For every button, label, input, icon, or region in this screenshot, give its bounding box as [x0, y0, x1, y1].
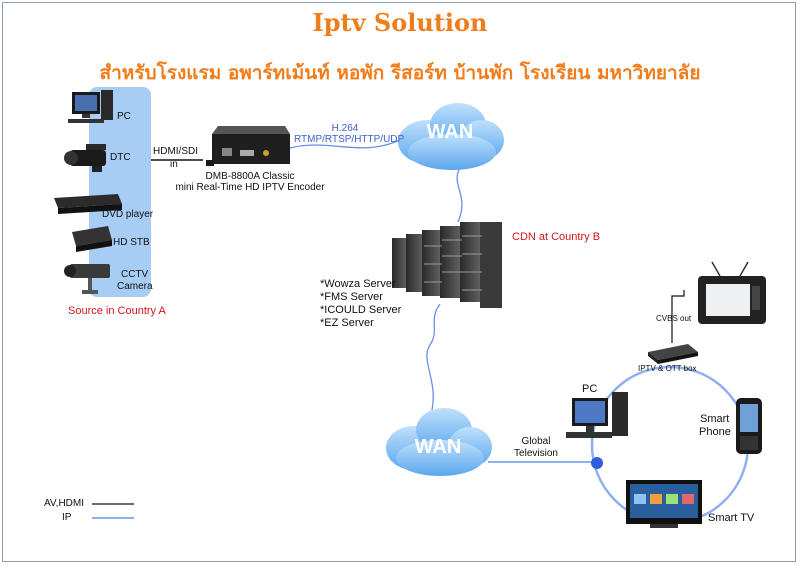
cvbs-label: CVBS out [656, 314, 692, 323]
pc-client-icon [566, 392, 628, 438]
cctv-camera-icon [64, 264, 110, 294]
cvbs-line [671, 290, 685, 343]
source-label-pc: PC [117, 111, 131, 122]
connection-lines [151, 139, 750, 525]
diagram-subtitle: สำหรับโรงแรม อพาร์ทเม้นท์ หอพัก รีสอร์ท … [99, 62, 701, 84]
stream-protocols: RTMP/RTSP/HTTP/UDP [294, 134, 405, 145]
legend-av-label: AV,HDMI [44, 498, 85, 509]
source-label-dtc: DTC [110, 152, 131, 163]
cdn-label: CDN at Country B [512, 231, 601, 243]
diagram-title: Iptv Solution [312, 8, 488, 37]
server-item: *Wowza Server [320, 278, 396, 290]
ring-junction [591, 457, 603, 469]
iptv-ott-box-icon [648, 344, 698, 364]
server-item: *FMS Server [320, 291, 383, 303]
smart-phone-line2: Phone [699, 426, 731, 438]
ott-box-label: IPTV & OTT box [638, 364, 697, 373]
wan-cloud-top [398, 103, 504, 170]
source-label-camera: Camera [117, 281, 153, 292]
wan-cloud-bottom [386, 408, 492, 476]
pc-client-label: PC [582, 383, 598, 395]
source-label-hdstb: HD STB [113, 237, 150, 248]
cdn-server-rack-icon [392, 222, 502, 308]
wan-label-bottom: WAN [414, 436, 462, 458]
global-tv-line1: Global [521, 436, 551, 447]
encoder-device-icon [206, 126, 290, 166]
smart-tv-label: Smart TV [708, 512, 755, 524]
smart-phone-icon [736, 398, 762, 454]
source-label-dvd: DVD player [102, 209, 154, 220]
dtc-camcorder-icon [64, 144, 106, 172]
smart-phone-line1: Smart [700, 413, 730, 425]
stream-codec: H.264 [331, 123, 359, 134]
dvd-player-icon [54, 194, 122, 214]
source-label-cctv: CCTV [121, 269, 149, 280]
smart-tv-icon [626, 480, 702, 528]
server-item: *ICOULD Server [320, 304, 402, 316]
hd-stb-icon [72, 226, 112, 252]
crt-tv-icon [698, 261, 766, 324]
ip-line-encoder-wan [289, 139, 401, 149]
ip-line-cdn-wan [426, 303, 441, 411]
server-item: *EZ Server [320, 317, 374, 329]
encoder-input-label: HDMI/SDI [153, 146, 198, 157]
encoder-input-sub: in [170, 159, 178, 170]
encoder-name-line1: DMB-8800A Classic [205, 171, 295, 182]
ip-line-wan-cdn [456, 167, 463, 223]
source-caption: Source in Country A [68, 305, 166, 317]
global-tv-line2: Television [514, 448, 558, 459]
encoder-name-line2: mini Real-Time HD IPTV Encoder [175, 182, 325, 193]
legend-ip-label: IP [62, 512, 72, 523]
wan-label-top: WAN [426, 121, 474, 143]
cdn-server-list: *Wowza Server *FMS Server *ICOULD Server… [320, 278, 401, 330]
pc-source-icon [68, 90, 113, 123]
